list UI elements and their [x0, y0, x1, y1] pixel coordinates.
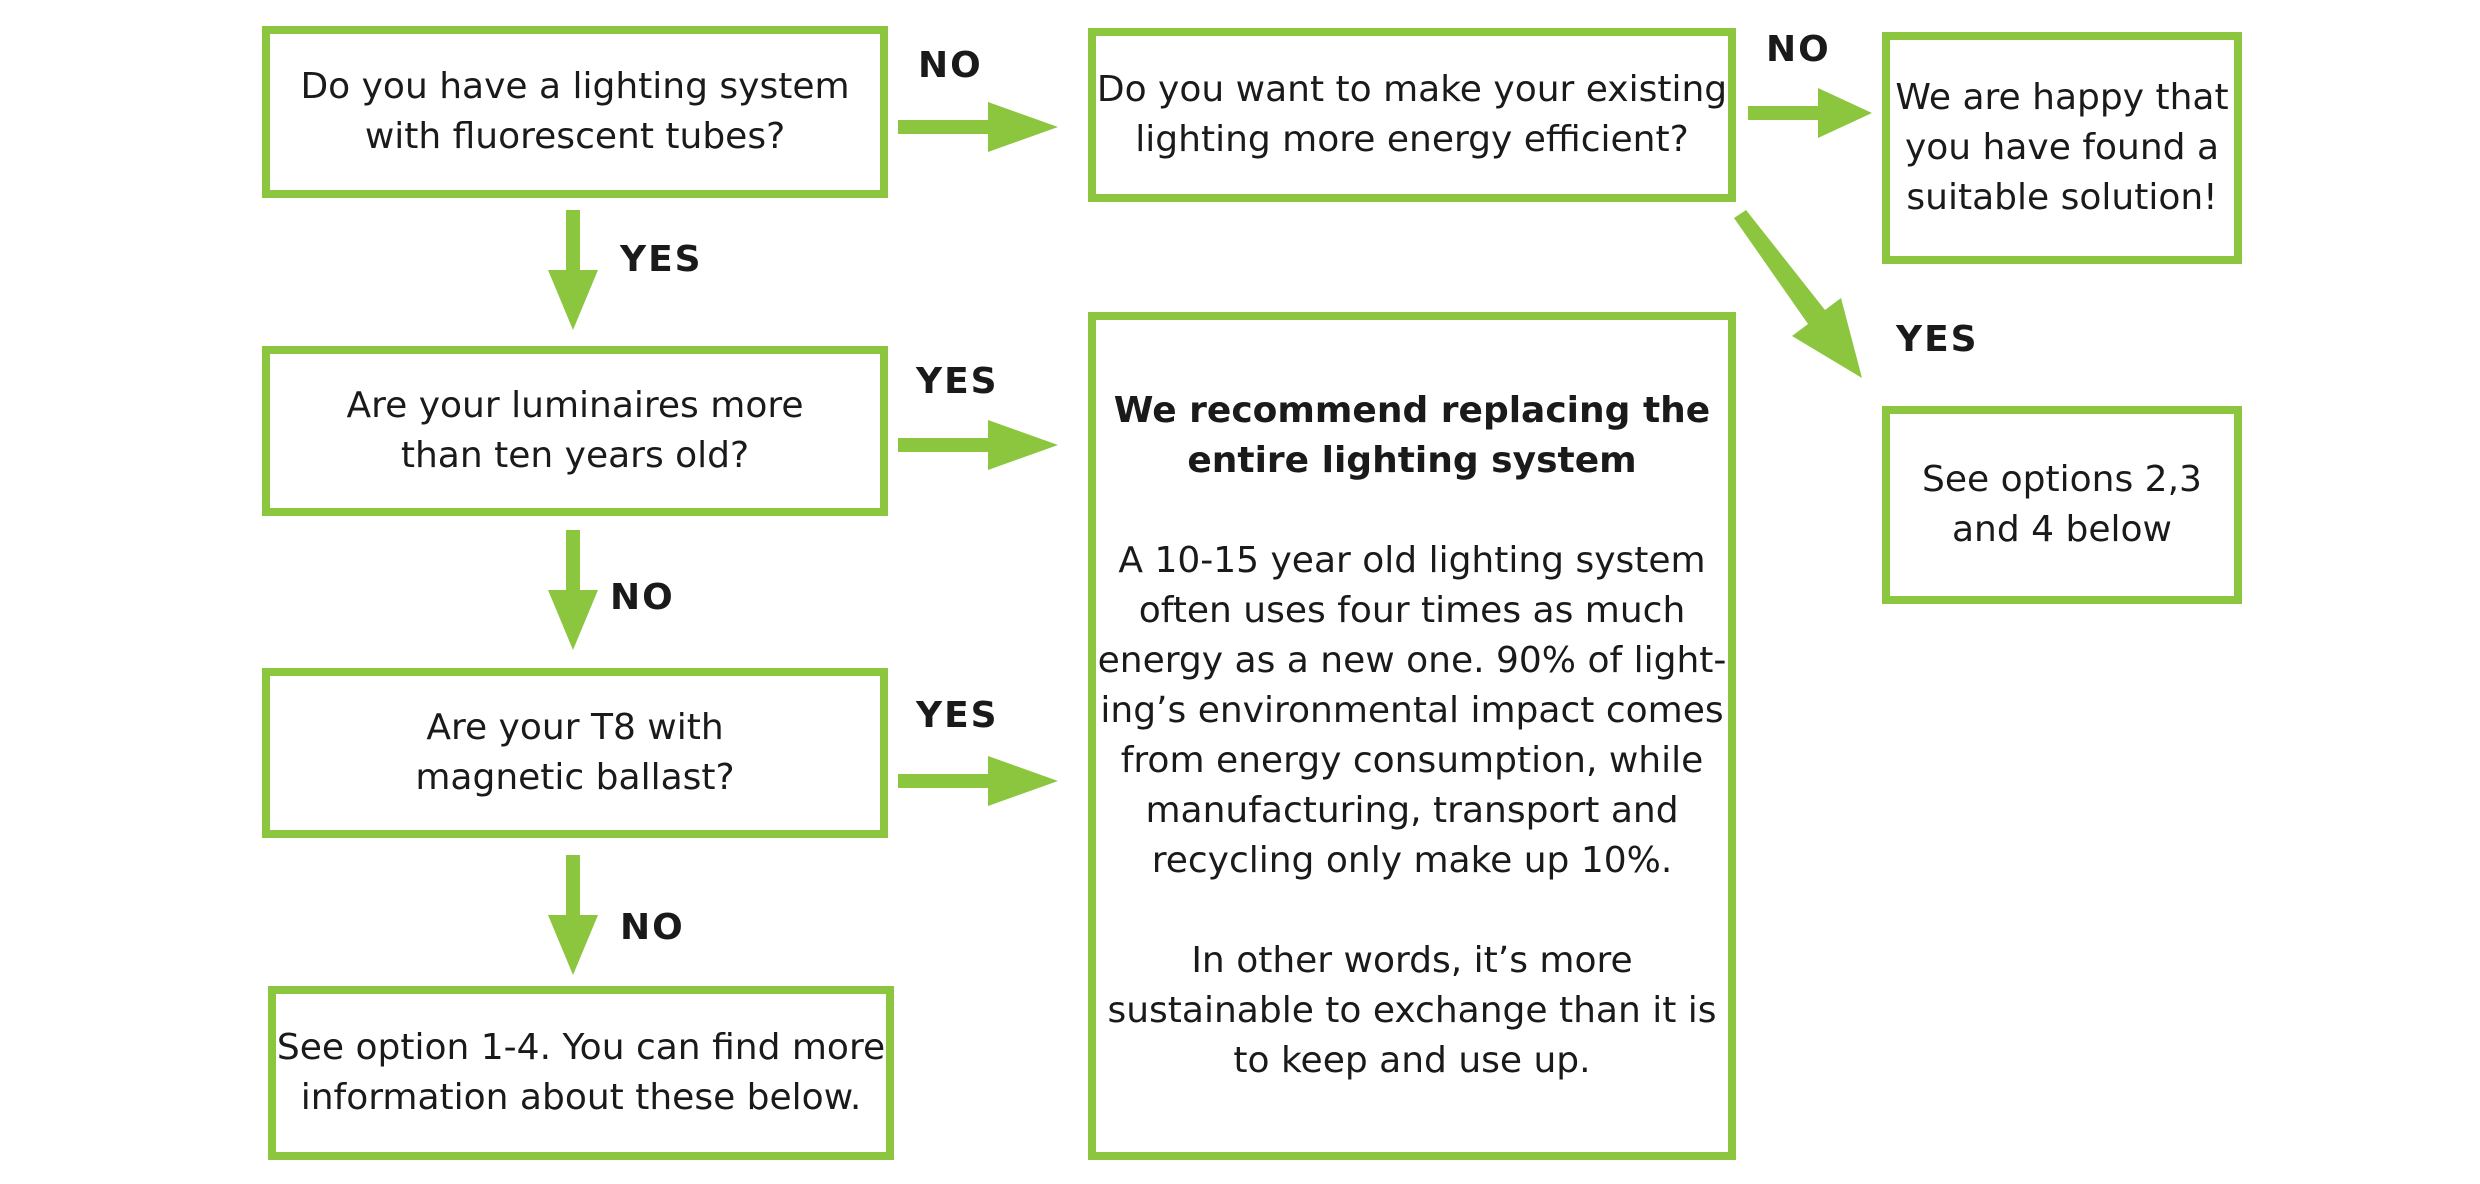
- node-text-line: Do you have a lighting system: [300, 66, 850, 107]
- arrow-q4-yes: [1734, 210, 1862, 378]
- node-text-line: Are your luminaires more: [346, 385, 804, 426]
- recommend-text-line: ing’s environmental impact comes: [1100, 690, 1724, 731]
- question-t8-magnetic-ballast: Are your T8 with magnetic ballast?: [262, 668, 888, 838]
- node-text-line: than ten years old?: [400, 435, 750, 476]
- recommend-text-line: recycling only make up 10%.: [1151, 840, 1673, 881]
- recommend-text-line: to keep and use up.: [1233, 1040, 1591, 1081]
- arrow-q4-no: [1748, 88, 1872, 138]
- recommend-text-line: sustainable to exchange than it is: [1107, 990, 1717, 1031]
- edge-label-q1-no: NO: [918, 45, 983, 86]
- arrow-q1-no: [898, 102, 1058, 152]
- arrow-q1-yes: [548, 210, 598, 330]
- edge-label-q3-yes: YES: [916, 695, 999, 736]
- node-text-line: and 4 below: [1952, 509, 2172, 550]
- recommend-title-line: entire lighting system: [1187, 440, 1637, 481]
- outcome-see-options-1-4: See option 1-4. You can find more inform…: [268, 986, 894, 1160]
- edge-label-q1-yes: YES: [620, 239, 703, 280]
- arrows: [548, 88, 1872, 975]
- recommend-title-line: We recommend replacing the: [1113, 390, 1711, 431]
- recommend-text-line: manufacturing, transport and: [1145, 790, 1679, 831]
- question-energy-efficient: Do you want to make your existing lighti…: [1088, 28, 1736, 202]
- edge-label-q3-no: NO: [620, 907, 685, 948]
- node-text-line: Do you want to make your existing: [1096, 69, 1728, 110]
- outcome-see-options-2-4: See options 2,3 and 4 below: [1882, 406, 2242, 604]
- edge-label-q4-yes: YES: [1896, 319, 1979, 360]
- node-text-line: Are your T8 with: [426, 707, 724, 748]
- node-text-line: See options 2,3: [1922, 459, 2202, 500]
- edge-label-q2-yes: YES: [916, 361, 999, 402]
- arrow-q2-yes: [898, 420, 1058, 470]
- node-text-line: suitable solution!: [1906, 177, 2218, 218]
- question-luminaires-age: Are your luminaires more than ten years …: [262, 346, 888, 516]
- arrow-q2-no: [548, 530, 598, 650]
- edge-label-q2-no: NO: [610, 577, 675, 618]
- node-text-line: See option 1-4. You can find more: [276, 1027, 886, 1068]
- recommend-replace-system: We recommend replacing the entire lighti…: [1088, 312, 1736, 1160]
- recommend-text-line: from energy consumption, while: [1120, 740, 1704, 781]
- edge-label-q4-no: NO: [1766, 29, 1831, 70]
- node-text-line: information about these below.: [300, 1077, 862, 1118]
- question-fluorescent-tubes: Do you have a lighting system with fluor…: [262, 26, 888, 198]
- node-text-line: We are happy that: [1895, 77, 2229, 118]
- node-text-line: lighting more energy efficient?: [1135, 119, 1689, 160]
- arrow-q3-no: [548, 855, 598, 975]
- recommend-text-line: energy as a new one. 90% of light-: [1097, 640, 1727, 681]
- node-text-line: you have found a: [1904, 127, 2220, 168]
- node-text-line: with fluorescent tubes?: [364, 116, 786, 157]
- recommend-text-line: In other words, it’s more: [1191, 940, 1633, 981]
- arrow-q3-yes: [898, 756, 1058, 806]
- recommend-text-line: A 10-15 year old lighting system: [1118, 540, 1706, 581]
- node-text-line: magnetic ballast?: [415, 757, 735, 798]
- outcome-happy-solution: We are happy that you have found a suita…: [1882, 32, 2242, 264]
- recommend-text-line: often uses four times as much: [1138, 590, 1686, 631]
